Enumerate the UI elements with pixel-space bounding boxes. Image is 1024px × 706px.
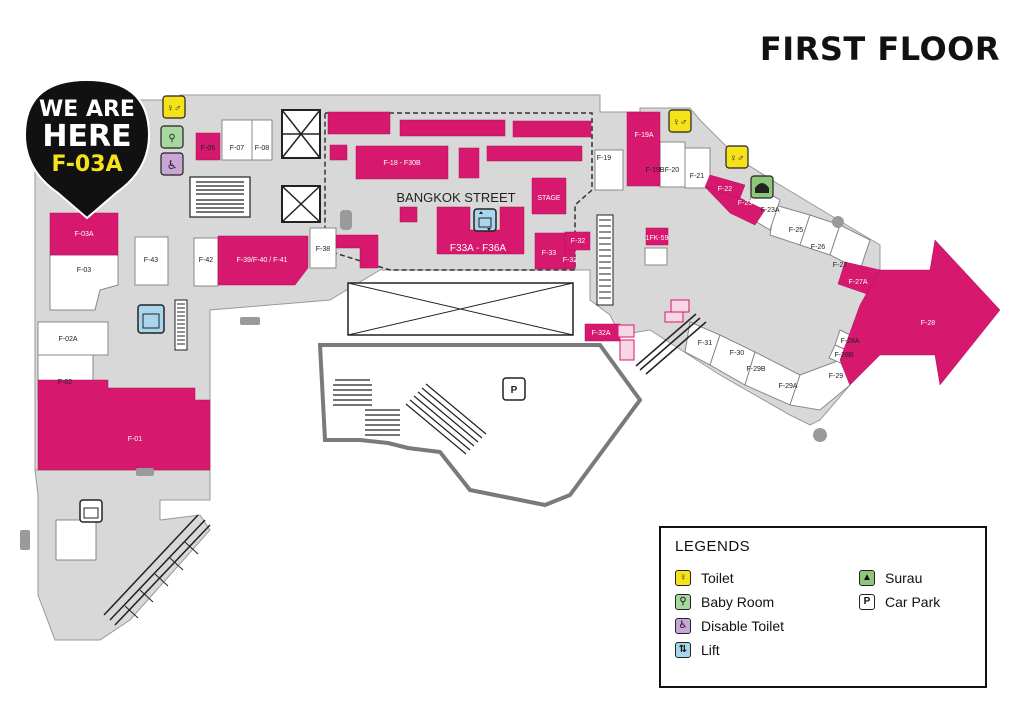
- lift-icon-west: [137, 304, 165, 334]
- label-f25: F-25: [789, 227, 804, 234]
- toilet-icon-3: ♀♂: [725, 145, 749, 169]
- label-f38: F-38: [316, 246, 331, 253]
- label-f06: F-06: [201, 145, 216, 152]
- legend-title: LEGENDS: [675, 538, 751, 555]
- svg-text:P: P: [511, 385, 518, 396]
- label-f33a: F33A - F36A: [450, 243, 506, 254]
- label-f28b: F-28B: [834, 352, 853, 359]
- atrium-void: [347, 282, 574, 336]
- surau-icon: ▲: [859, 570, 875, 586]
- legend-label-disable-toilet: Disable Toilet: [701, 618, 785, 634]
- disable-toilet-icon: ♿: [160, 152, 184, 176]
- label-f27a: F-27A: [848, 279, 867, 286]
- label-f28: F-28: [921, 320, 936, 327]
- legend-label-baby-room: Baby Room: [701, 594, 775, 610]
- label-f03: F-03: [77, 267, 92, 274]
- label-f21: F-21: [690, 173, 705, 180]
- svg-text:♀♂: ♀♂: [673, 117, 688, 128]
- label-f33: F-33: [542, 250, 557, 257]
- legend-label-surau: Surau: [885, 570, 923, 586]
- we-are-here-pin: [23, 78, 151, 220]
- entrances: [20, 210, 844, 550]
- label-f27: F-27: [833, 262, 848, 269]
- label-f31: F-31: [698, 340, 713, 347]
- label-f02: F-02: [58, 379, 73, 386]
- label-f26: F-26: [811, 244, 826, 251]
- label-1fk59: 1FK-59: [646, 235, 669, 242]
- baby-room-icon: ⚲: [675, 594, 691, 610]
- legend-item-baby-room: ⚲ Baby Room: [675, 594, 774, 610]
- label-f01: F-01: [128, 436, 143, 443]
- car-park-icon: P: [502, 377, 526, 401]
- car-park-icon: P: [859, 594, 875, 610]
- toilet-icon-2: ♀♂: [668, 109, 692, 133]
- white-units: [37, 119, 871, 561]
- label-f23a: F-23A: [760, 207, 779, 214]
- label-f19: F-19: [597, 155, 612, 162]
- lift-icon-street: [473, 208, 497, 232]
- toilet-icon-1: ♀♂: [162, 95, 186, 119]
- legend-item-lift: ⇅ Lift: [675, 642, 720, 658]
- here-unit: F-03A: [51, 152, 123, 177]
- legend-label-lift: Lift: [701, 642, 720, 658]
- car-park-area: [317, 343, 643, 508]
- toilet-icon: ♀: [675, 570, 691, 586]
- legend-label-car-park: Car Park: [885, 594, 941, 610]
- bangkok-street-label: BANGKOK STREET: [396, 190, 515, 205]
- label-f20: F-20: [665, 167, 680, 174]
- void-boxes: [281, 109, 321, 223]
- disable-toilet-icon: ♿: [675, 618, 691, 634]
- label-f02a: F-02A: [58, 336, 77, 343]
- svg-text:⚲: ⚲: [168, 133, 175, 144]
- legend-item-toilet: ♀ Toilet: [675, 570, 734, 586]
- car-park-ramps: [333, 379, 487, 455]
- surau-icon: [750, 175, 774, 199]
- label-f42: F-42: [199, 257, 214, 264]
- label-f43: F-43: [144, 257, 159, 264]
- label-f03a: F-03A: [74, 231, 93, 238]
- label-f07: F-07: [230, 145, 245, 152]
- pink-units: [37, 111, 1001, 471]
- label-f23: F-23: [738, 200, 753, 207]
- legend-box: LEGENDS ♀ Toilet ⚲ Baby Room ♿ Disable T…: [659, 526, 987, 688]
- label-f30: F-30: [730, 350, 745, 357]
- stage-label: STAGE: [537, 195, 561, 202]
- lift-icon: ⇅: [675, 642, 691, 658]
- label-f29: F-29: [829, 373, 844, 380]
- label-f18: F-18 - F30B: [383, 160, 421, 167]
- here-line1: WE ARE: [39, 97, 135, 122]
- stairs-block: [189, 176, 251, 218]
- label-f32a: F-32A: [591, 330, 610, 337]
- svg-text:♀♂: ♀♂: [167, 103, 182, 114]
- baby-room-icon: ⚲: [160, 125, 184, 149]
- label-f22: F-22: [718, 186, 733, 193]
- label-f28a: F-28A: [840, 338, 859, 345]
- label-f29b: F-29B: [746, 366, 765, 373]
- label-f32b: F-32: [563, 257, 578, 264]
- legend-item-disable-toilet: ♿ Disable Toilet: [675, 618, 784, 634]
- svg-text:♀♂: ♀♂: [730, 153, 745, 164]
- label-f19b: F-19B: [645, 167, 664, 174]
- legend-item-car-park: P Car Park: [859, 594, 940, 610]
- label-f32: F-32: [571, 238, 586, 245]
- label-f39: F-39/F-40 / F-41: [237, 257, 288, 264]
- page-title: FIRST FLOOR: [759, 30, 1000, 68]
- kiosks: [617, 299, 690, 361]
- svg-text:♿: ♿: [167, 158, 178, 172]
- here-line2: HERE: [42, 119, 132, 154]
- lift-icon-south: [79, 499, 103, 523]
- legend-label-toilet: Toilet: [701, 570, 734, 586]
- label-f29a: F-29A: [778, 383, 797, 390]
- label-f08: F-08: [255, 145, 270, 152]
- legend-item-surau: ▲ Surau: [859, 570, 922, 586]
- label-f19a: F-19A: [634, 132, 653, 139]
- escalators: [103, 214, 707, 626]
